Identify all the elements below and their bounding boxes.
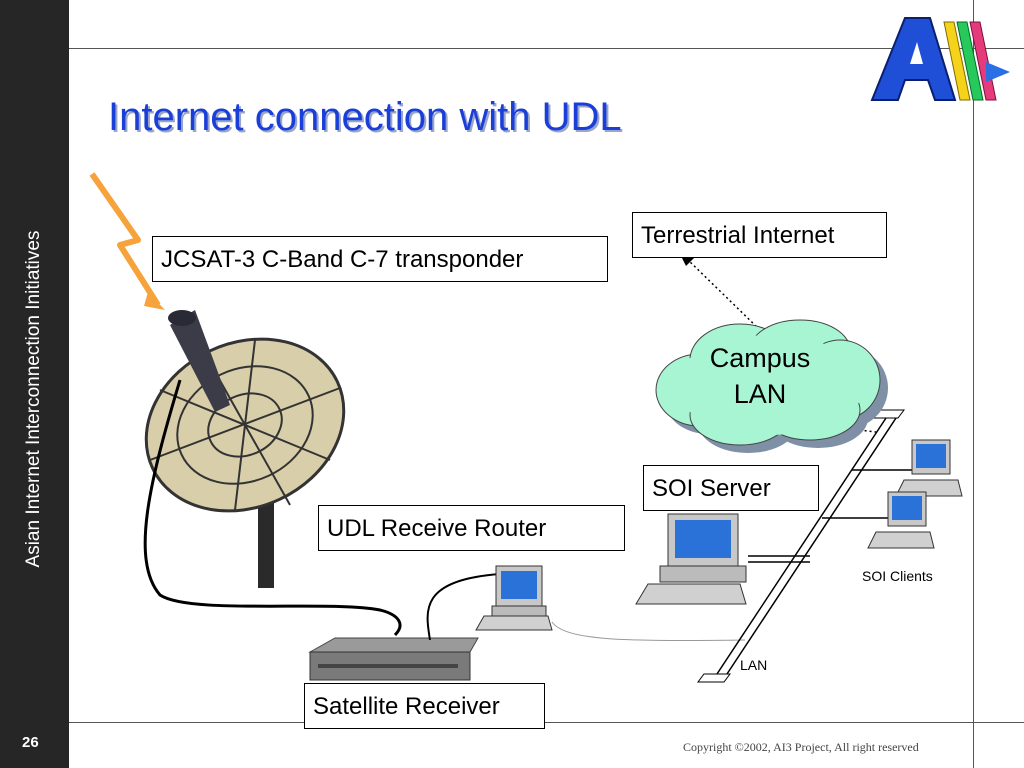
satellite-dish-icon [144, 310, 346, 588]
receiver-router-cable [426, 573, 501, 641]
bottom-rule [69, 722, 1024, 723]
soi-clients-label: SOI Clients [862, 568, 933, 584]
terrestrial-internet-label: Terrestrial Internet [632, 212, 887, 258]
copyright-notice: Copyright ©2002, AI3 Project, All right … [683, 740, 919, 754]
lan-bus [714, 414, 889, 678]
right-rule [973, 0, 974, 768]
campus-lan-label: Campus LAN [700, 340, 820, 412]
router-computer-icon [475, 565, 553, 631]
dish-cable [143, 379, 402, 637]
campus-lan-line2: LAN [733, 379, 787, 409]
campus-lan-line1: Campus [709, 343, 811, 373]
soi-server-label: SOI Server [643, 465, 819, 511]
satellite-receiver-icon [308, 637, 479, 681]
page-number: 26 [22, 734, 39, 751]
server-computer-icon [635, 513, 747, 605]
client-computer-icon [867, 491, 935, 549]
campus-cloud-icon [655, 319, 888, 453]
slide-title: Internet connection with UDL [108, 95, 622, 139]
jcsat-transponder-label: JCSAT-3 C-Band C-7 transponder [152, 236, 608, 282]
ai3-logo [870, 17, 1010, 101]
lan-label: LAN [740, 657, 768, 673]
satellite-receiver-label: Satellite Receiver [304, 683, 545, 729]
lightning-bolt-icon [89, 172, 161, 307]
sidebar: Asian Internet Interconnection Initiativ… [0, 0, 69, 768]
top-rule [69, 48, 1024, 49]
udl-receive-router-label: UDL Receive Router [318, 505, 625, 551]
client-computer-icon [895, 439, 963, 497]
dotted-link-terrestrial [685, 257, 761, 331]
